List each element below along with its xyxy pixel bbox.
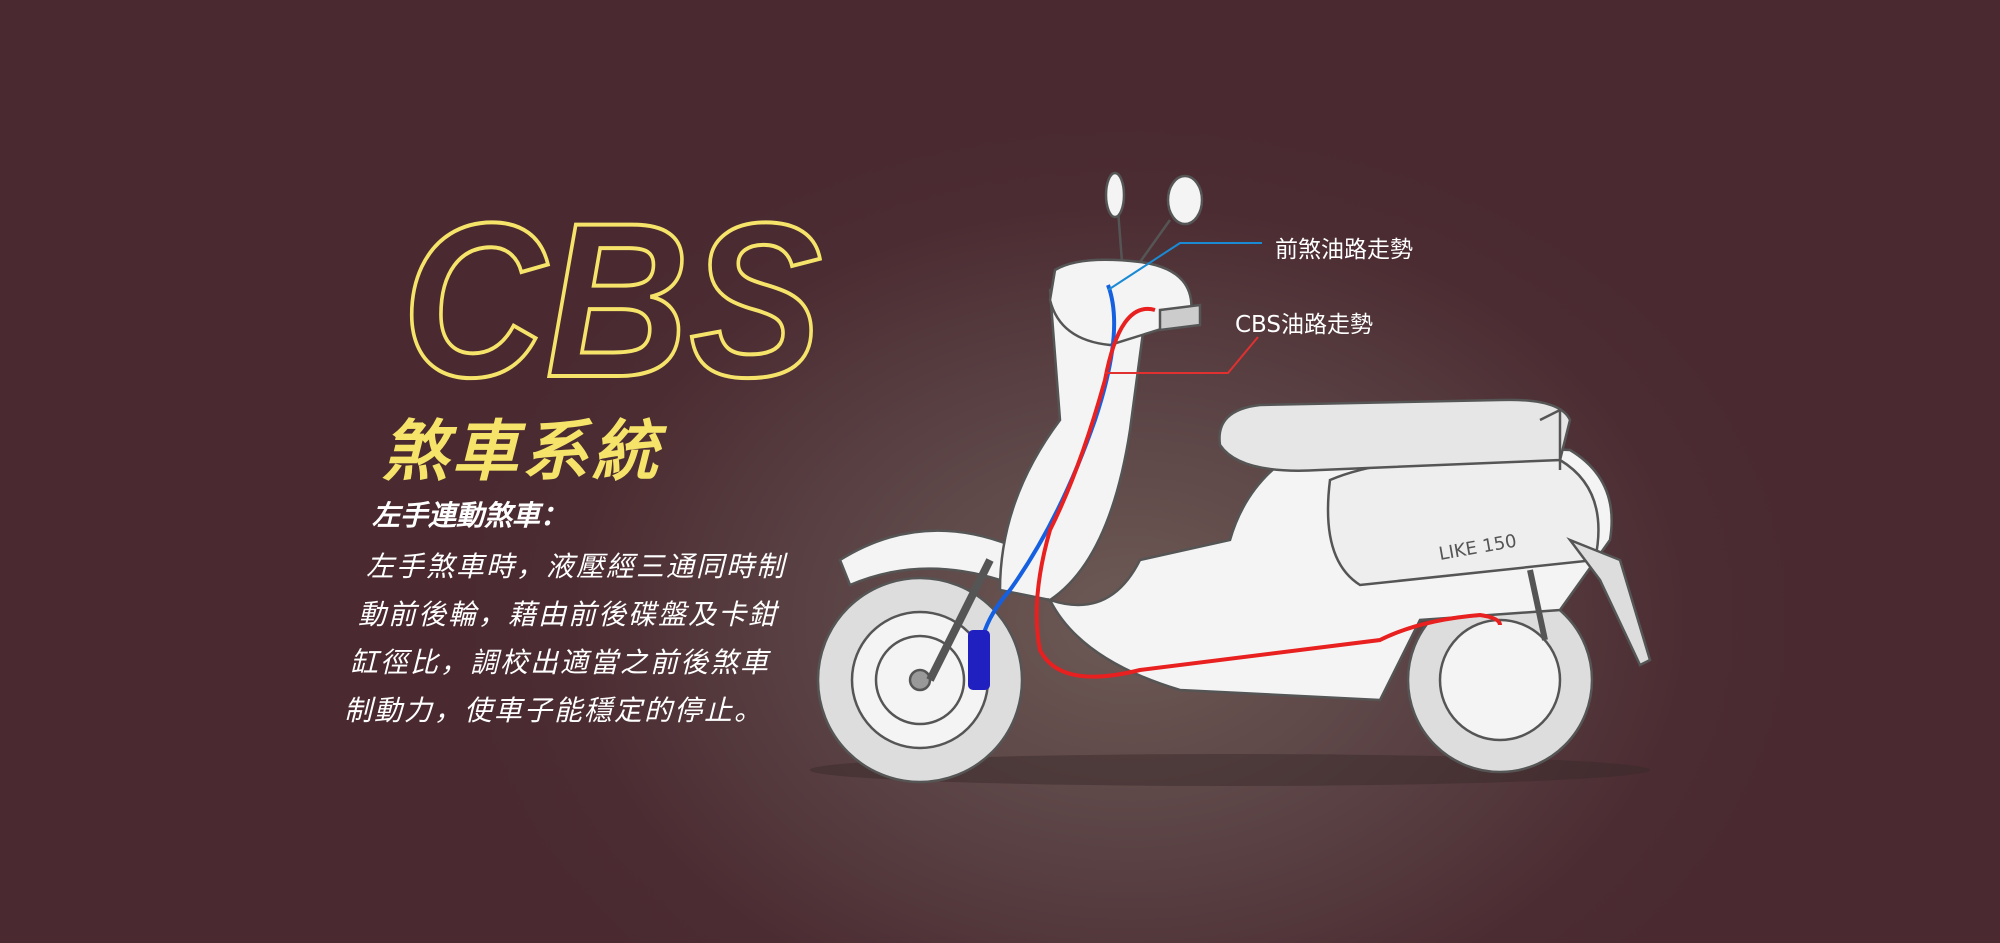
front-caliper [968,630,990,690]
cbs-title-text: CBS [402,196,822,396]
description-line: 動前後輪，藉由前後碟盤及卡鉗 [358,598,779,631]
scooter-illustration: LIKE 150 [810,171,1652,786]
description-line: 左手煞車時，液壓經三通同時制 [366,550,787,583]
cbs-line-label: CBS油路走勢 [1235,312,1374,338]
description-line: 制動力，使車子能穩定的停止。 [344,694,765,727]
description-line: 缸徑比，調校出適當之前後煞車 [350,646,771,679]
cbs-title-logo: CBS [400,196,824,396]
brake-system-subtitle: 煞車系統 [382,413,662,490]
front-brake-line-label: 前煞油路走勢 [1275,237,1413,263]
front-brake-callout-line [1107,242,1262,291]
cbs-callout-line [1105,336,1259,374]
description-heading: 左手連動煞車： [372,499,569,532]
shadow [810,754,1650,786]
cbs-brake-line [1034,306,1502,679]
scooter-body [816,171,1652,784]
